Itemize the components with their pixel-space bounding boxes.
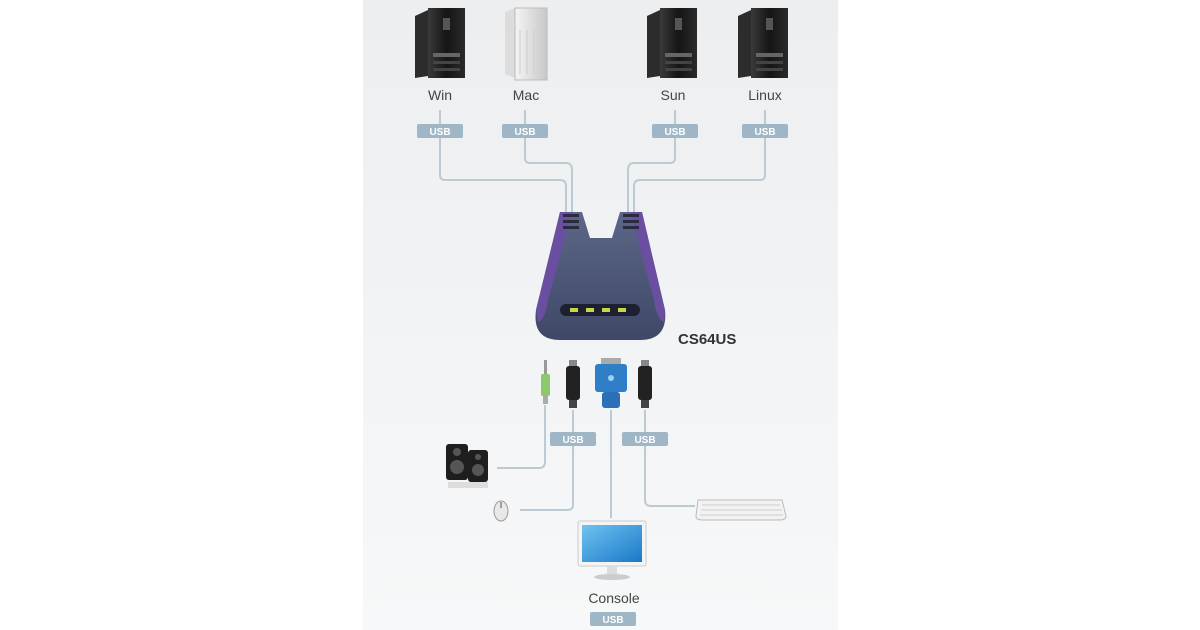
svg-text:USB: USB [429,127,450,138]
svg-text:USB: USB [562,435,583,446]
audio-plug-icon [541,360,550,404]
console-label: Console [588,590,640,606]
computer-linux: Linux USB [738,8,788,138]
tower-pc-icon [647,8,697,78]
usb-badge-keyboard: USB [622,432,668,446]
svg-text:USB: USB [634,435,655,446]
switch-model-label: CS64US [678,331,736,348]
kvm-switch: CS64US [535,212,736,348]
svg-text:USB: USB [602,615,623,626]
computer-label: Mac [513,87,539,103]
svg-text:USB: USB [514,127,535,138]
computer-win: Win USB [415,8,465,138]
usb-plug-icon [566,360,580,408]
usb-badge: USB [502,124,548,138]
usb-badge: USB [652,124,698,138]
computer-label: Linux [748,87,781,103]
usb-badge-console: USB [590,612,636,626]
usb-badge-mouse: USB [550,432,596,446]
vga-plug-icon [595,358,627,408]
computer-label: Win [428,87,452,103]
keyboard-icon [695,499,787,521]
computer-sun: Sun USB [647,8,698,138]
speakers-icon [446,444,488,488]
usb-badge: USB [742,124,788,138]
mouse-icon [493,500,509,522]
mac-pro-icon [505,7,548,81]
console-cables [497,405,695,518]
svg-text:USB: USB [754,127,775,138]
usb-plug-icon [638,360,652,408]
svg-text:USB: USB [664,127,685,138]
usb-badge: USB [417,124,463,138]
led-panel [560,304,640,316]
tower-pc-icon [738,8,788,78]
computer-label: Sun [661,87,686,103]
monitor-icon [577,520,647,580]
computer-mac: Mac USB [502,7,548,138]
computer-cables [439,110,766,215]
tower-pc-icon [415,8,465,78]
